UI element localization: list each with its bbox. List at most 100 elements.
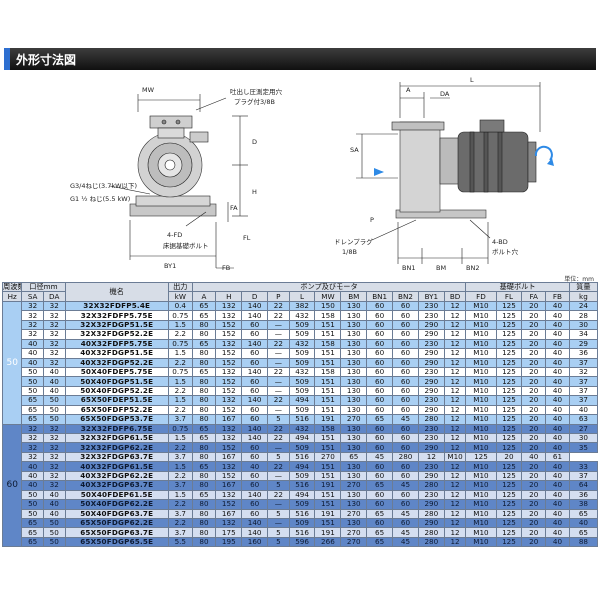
table-cell: 32	[42, 329, 66, 340]
label-drain-plug: ドレンプラグ	[334, 237, 373, 246]
model-cell: 32X32FDFP5.75E	[64, 310, 169, 321]
table-cell: 80	[191, 480, 217, 491]
table-cell: 158	[314, 310, 342, 321]
table-cell: 230	[417, 432, 445, 444]
label-fd: 4-FD	[167, 231, 182, 239]
model-cell: 32X32FDFP5.4E	[64, 300, 169, 312]
table-cell: 20	[495, 451, 523, 463]
table-cell: 60	[392, 432, 419, 444]
table-cell: 40	[42, 376, 66, 387]
table-cell: 509	[288, 357, 316, 368]
section-title-bar: 外形寸法図	[4, 48, 596, 70]
table-cell: 158	[314, 338, 342, 350]
table-cell: 60	[366, 442, 394, 453]
table-cell: 516	[288, 480, 316, 491]
table-cell: 270	[314, 451, 342, 463]
table-cell: 80	[191, 527, 217, 538]
table-cell: 494	[288, 461, 316, 472]
table-cell: 22	[267, 489, 290, 501]
table-cell: 382	[288, 300, 316, 312]
table-cell: 12	[443, 461, 467, 472]
table-cell: 32	[42, 461, 66, 472]
table-cell: 5	[267, 480, 290, 491]
table-cell: 432	[288, 366, 316, 378]
table-cell: 5.5	[167, 536, 193, 548]
table-cell: 80	[191, 536, 217, 548]
table-cell: —	[267, 499, 290, 510]
table-cell: 20	[521, 329, 547, 340]
table-cell: 12	[443, 300, 467, 312]
table-cell: 130	[340, 338, 368, 350]
table-cell: 60	[366, 489, 394, 501]
table-cell: 125	[495, 517, 523, 529]
table-cell: 32	[21, 300, 44, 312]
table-cell: 37	[568, 470, 599, 482]
table-cell: 290	[417, 319, 445, 331]
table-cell: 130	[340, 329, 368, 340]
table-cell: 28	[568, 310, 599, 321]
table-cell: 20	[521, 517, 547, 529]
table-cell: 151	[314, 395, 342, 406]
table-cell: 65	[340, 451, 368, 463]
table-cell: —	[267, 470, 290, 482]
table-cell: —	[267, 376, 290, 387]
label-pressure-port: 吐出し圧測定用穴	[230, 87, 283, 96]
table-cell: 80	[191, 329, 217, 340]
title-accent-mark	[4, 48, 10, 70]
table-cell: M10	[465, 338, 497, 350]
table-cell: 130	[340, 385, 368, 397]
table-cell: 130	[340, 489, 368, 501]
table-cell: 45	[392, 536, 419, 548]
table-cell: 65	[191, 461, 217, 472]
table-cell: 12	[443, 536, 467, 548]
label-bn2: BN2	[466, 264, 479, 272]
table-cell: 130	[340, 442, 368, 453]
table-cell: 20	[521, 310, 547, 321]
table-cell: 45	[366, 451, 394, 463]
table-cell: 3.7	[167, 480, 193, 491]
table-cell: 230	[417, 395, 445, 406]
table-cell: 125	[495, 348, 523, 359]
header-bn2: BN2	[392, 291, 419, 302]
table-cell: 60	[392, 376, 419, 387]
table-cell: 230	[417, 300, 445, 312]
table-cell: 12	[443, 442, 467, 453]
model-cell: 32X32FDFP6.75E	[64, 423, 169, 435]
table-cell: 125	[495, 395, 523, 406]
table-cell: 516	[288, 414, 316, 425]
table-cell: 151	[314, 517, 342, 529]
header-fa: FA	[521, 291, 547, 302]
table-cell: 32	[42, 442, 66, 453]
header-fb: FB	[545, 291, 570, 302]
table-cell: 290	[417, 376, 445, 387]
header-l: L	[288, 291, 316, 302]
table-cell: 151	[314, 461, 342, 472]
table-cell: 160	[241, 536, 269, 548]
table-cell: 40	[42, 508, 66, 519]
table-cell: 270	[340, 414, 368, 425]
header-kg: kg	[568, 291, 599, 302]
table-cell: 230	[417, 338, 445, 350]
table-cell: 60	[241, 385, 269, 397]
table-cell: 5	[267, 451, 290, 463]
table-cell: 230	[417, 310, 445, 321]
table-cell: 0.4	[167, 300, 193, 312]
table-cell: 152	[215, 357, 243, 368]
table-cell: 60	[366, 366, 394, 378]
table-cell: —	[267, 329, 290, 340]
table-cell: 40	[42, 366, 66, 378]
table-cell: 270	[340, 536, 368, 548]
table-cell: 60	[366, 499, 394, 510]
table-cell: 12	[443, 310, 467, 321]
table-cell: 60	[241, 451, 269, 463]
table-cell: M10	[465, 508, 497, 519]
table-cell: M10	[465, 470, 497, 482]
table-cell: 280	[417, 414, 445, 425]
